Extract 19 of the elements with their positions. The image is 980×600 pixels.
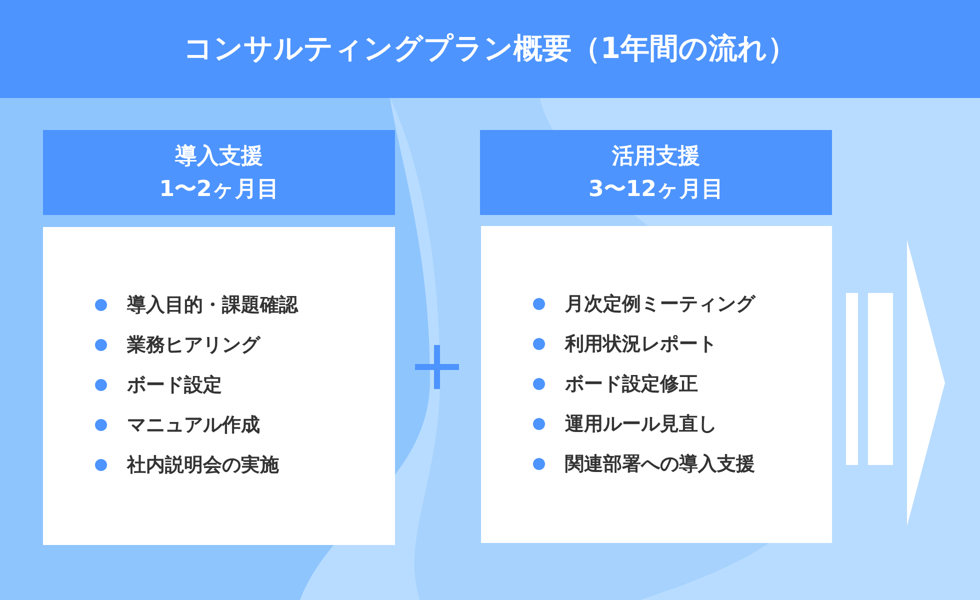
task-item: 社内説明会の実施 <box>127 453 279 478</box>
phase-header <box>480 130 832 215</box>
task-item: 利用状況レポート <box>565 332 717 357</box>
phase-title: 導入支援 <box>175 142 263 170</box>
task-item: ボード設定 <box>127 373 222 398</box>
task-item: 運用ルール見直し <box>565 412 717 437</box>
task-item: 業務ヒアリング <box>127 333 260 358</box>
task-item: マニュアル作成 <box>127 413 260 438</box>
phase-header <box>43 130 395 215</box>
task-card <box>481 226 832 543</box>
phase-period: 1〜2ヶ月目 <box>159 176 279 204</box>
phase-period: 3〜12ヶ月目 <box>588 176 724 204</box>
title-banner: コンサルティングプラン概要（1年間の流れ） <box>0 0 980 98</box>
task-item: 関連部署への導入支援 <box>565 452 755 477</box>
task-item: 月次定例ミーティング <box>565 292 755 317</box>
task-card <box>43 227 395 545</box>
task-item: 導入目的・課題確認 <box>127 293 298 318</box>
task-item: ボード設定修正 <box>565 372 698 397</box>
phase-title: 活用支援 <box>612 142 700 170</box>
